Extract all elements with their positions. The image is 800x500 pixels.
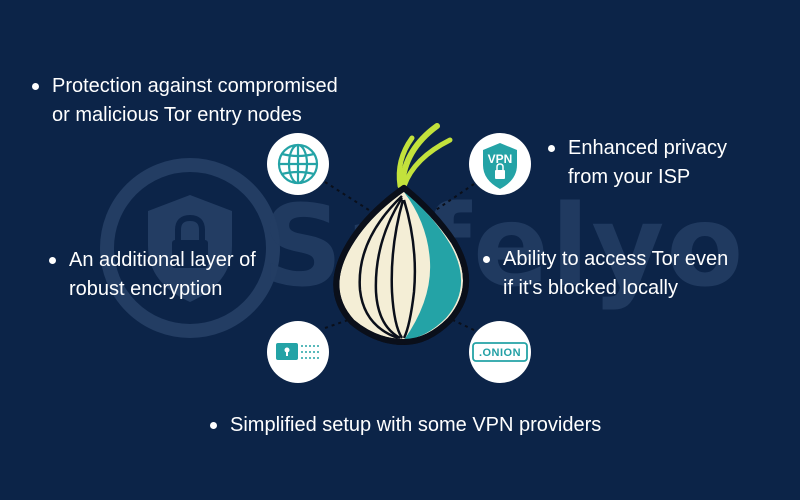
onion-label: .ONION <box>479 347 521 359</box>
bullet-entry-node-protection: Protection against compromised or malici… <box>32 72 392 130</box>
vpn-label: VPN <box>488 152 513 166</box>
onion-domain-icon: .ONION <box>469 321 531 383</box>
bullet-simplified-setup: Simplified setup with some VPN providers <box>210 411 690 440</box>
bullet-text: Ability to access Tor even if it's block… <box>503 248 729 299</box>
bullet-text: Protection against compromised or malici… <box>52 75 338 126</box>
bullet-isp-privacy: Enhanced privacy from your ISP <box>548 134 768 192</box>
bullet-encryption-layer: An additional layer of robust encryption <box>49 246 299 304</box>
bullet-dot <box>210 422 217 429</box>
bullet-text: Enhanced privacy from your ISP <box>568 137 727 188</box>
bullet-dot <box>32 83 39 90</box>
bullet-text: An additional layer of robust encryption <box>69 249 256 300</box>
bullet-dot <box>49 257 56 264</box>
bullet-text: Simplified setup with some VPN providers <box>230 414 602 436</box>
bullet-bypass-blocking: Ability to access Tor even if it's block… <box>483 245 783 303</box>
vpn-shield-icon: VPN <box>469 133 531 195</box>
bullet-dot <box>548 145 555 152</box>
encrypted-data-icon <box>267 321 329 383</box>
globe-icon <box>267 133 329 195</box>
bullet-dot <box>483 256 490 263</box>
tor-onion-icon <box>333 123 469 345</box>
